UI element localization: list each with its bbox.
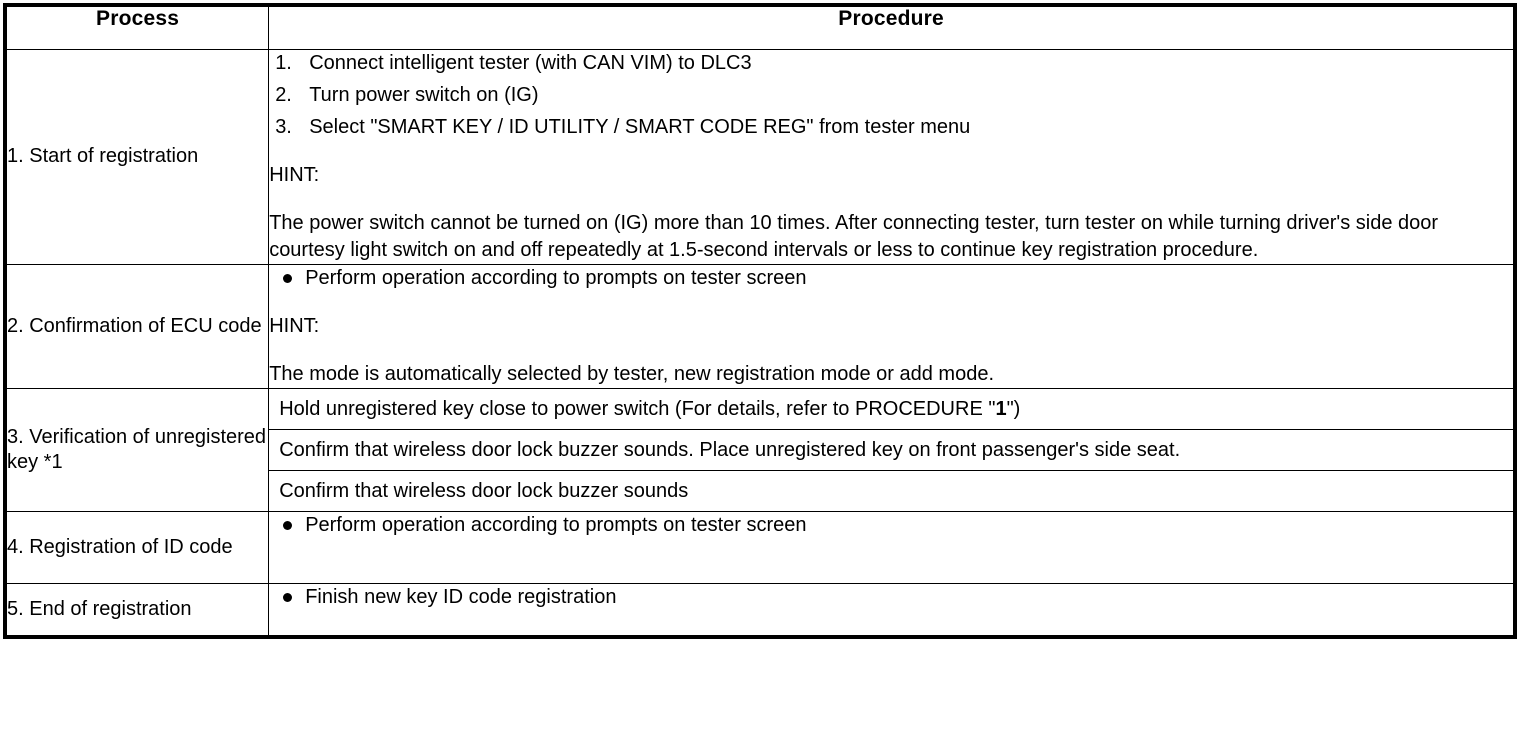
bullet-item: Perform operation according to prompts o… [269,512,1513,538]
sub-row: Confirm that wireless door lock buzzer s… [269,470,1513,511]
header-row: Process Procedure [4,4,1516,50]
sub-row-text-pre: Confirm that wireless door lock buzzer s… [279,479,689,502]
process-cell-4: 4. Registration of ID code [4,510,270,584]
hint-body: The power switch cannot be turned on (IG… [269,211,1439,261]
bullet-text: Perform operation according to prompts o… [305,266,807,289]
procedure-cell-4: Perform operation according to prompts o… [268,510,1516,584]
bullet-item: Perform operation according to prompts o… [269,265,1513,291]
numbered-step-item: 3. Select "SMART KEY / ID UTILITY / SMAR… [269,114,1513,140]
process-cell-3: 3. Verification of unregistered key *1 [4,387,270,512]
sub-row-text-pre: Hold unregistered key close to power swi… [279,397,996,420]
bullet-text: Perform operation according to prompts o… [305,513,807,536]
table-row: 1. Start of registration 1. Connect inte… [4,48,1516,265]
step-text: Turn power switch on (IG) [309,83,539,106]
step-text: Connect intelligent tester (with CAN VIM… [309,51,752,74]
step-number: 2. [275,83,292,106]
numbered-step-item: 2. Turn power switch on (IG) [269,82,1513,108]
table-header: Process Procedure [4,4,1516,50]
sub-row-text-post: ") [1006,397,1021,420]
procedure-cell-1: 1. Connect intelligent tester (with CAN … [268,48,1516,265]
sub-row-text-bold: 1 [995,397,1007,420]
sub-row: Hold unregistered key close to power swi… [269,388,1513,430]
bullet-dot-icon [283,273,293,283]
column-header-process: Process [4,4,270,50]
column-header-procedure: Procedure [268,4,1516,50]
procedure-cell-2: Perform operation according to prompts o… [268,263,1516,389]
hint-label: HINT: [269,163,320,186]
sub-row-text-pre: Confirm that wireless door lock buzzer s… [279,438,1181,461]
process-cell-2: 2. Confirmation of ECU code [4,263,270,389]
sub-row-cell: Confirm that wireless door lock buzzer s… [269,429,1513,471]
document-page: Process Procedure 1. Start of registrati… [0,3,1520,731]
sub-row-table: Hold unregistered key close to power swi… [269,388,1513,511]
step-text: Select "SMART KEY / ID UTILITY / SMART C… [309,115,971,138]
bullet-dot-icon [283,592,293,602]
table-body: 1. Start of registration 1. Connect inte… [4,48,1516,638]
hint-label: HINT: [269,314,320,337]
hint-body: The mode is automatically selected by te… [269,362,995,385]
table-row: 5. End of registration Finish new key ID… [4,582,1516,638]
bullet-list: Perform operation according to prompts o… [269,265,1513,291]
procedure-cell-5: Finish new key ID code registration [268,582,1516,638]
process-cell-5: 5. End of registration [4,582,270,638]
sub-row-cell: Confirm that wireless door lock buzzer s… [269,470,1513,511]
bullet-text: Finish new key ID code registration [305,585,617,608]
sub-row: Confirm that wireless door lock buzzer s… [269,429,1513,471]
table-row: 3. Verification of unregistered key *1 H… [4,387,1516,512]
numbered-step-list: 1. Connect intelligent tester (with CAN … [269,50,1513,140]
bullet-dot-icon [283,520,293,530]
step-number: 3. [275,115,292,138]
table-row: 4. Registration of ID code Perform opera… [4,510,1516,584]
bullet-list: Finish new key ID code registration [269,584,1513,610]
procedure-table: Process Procedure 1. Start of registrati… [3,3,1517,639]
numbered-step-item: 1. Connect intelligent tester (with CAN … [269,50,1513,76]
table-row: 2. Confirmation of ECU code Perform oper… [4,263,1516,389]
sub-row-cell: Hold unregistered key close to power swi… [269,388,1513,430]
bullet-list: Perform operation according to prompts o… [269,512,1513,538]
procedure-cell-3: Hold unregistered key close to power swi… [268,387,1516,512]
step-number: 1. [275,51,292,74]
process-cell-1: 1. Start of registration [4,48,270,265]
bullet-item: Finish new key ID code registration [269,584,1513,610]
